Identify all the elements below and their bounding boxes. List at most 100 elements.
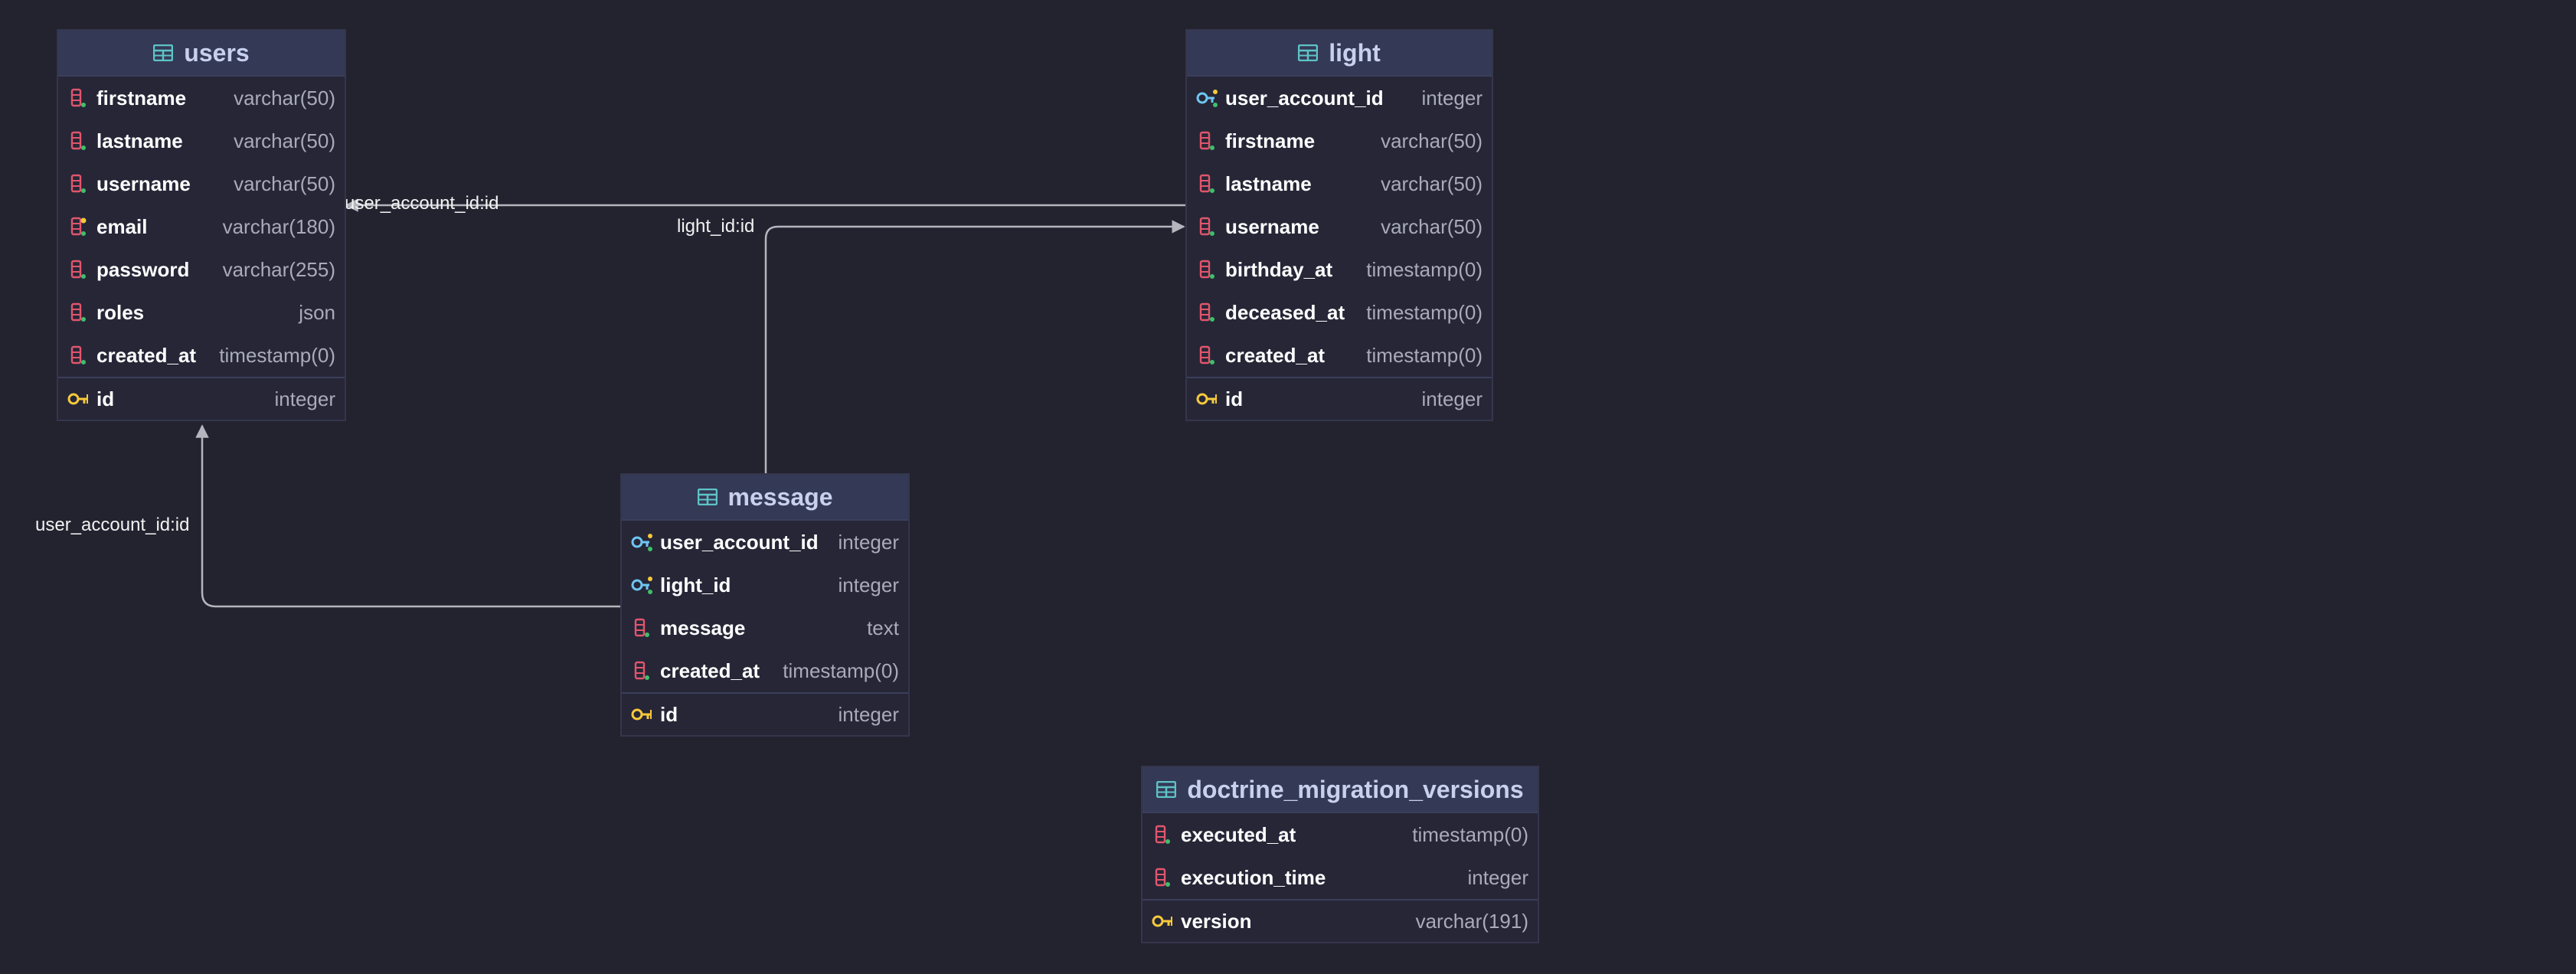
column-row[interactable]: executed_at timestamp(0) (1143, 813, 1538, 856)
column-row[interactable]: email varchar(180) (58, 205, 345, 248)
column-type: timestamp(0) (1366, 257, 1483, 281)
column-name: executed_at (1181, 822, 1296, 846)
column-name: id (660, 702, 678, 726)
relation-edge-message-users[interactable] (195, 424, 620, 608)
column-row[interactable]: username varchar(50) (1187, 205, 1492, 248)
primary-key-icon (1196, 388, 1218, 410)
column-type: varchar(50) (234, 86, 335, 109)
table-icon (697, 488, 718, 506)
column-icon (67, 302, 89, 323)
column-name: lastname (96, 129, 183, 152)
column-name: email (96, 214, 148, 238)
column-type: integer (274, 387, 336, 410)
table-icon (1297, 44, 1319, 62)
column-icon (67, 345, 89, 366)
column-row[interactable]: lastname varchar(50) (1187, 162, 1492, 205)
column-name: firstname (96, 86, 187, 109)
relation-edge-message-light[interactable] (764, 220, 1185, 473)
column-type: varchar(255) (222, 257, 335, 281)
primary-key-icon (1152, 910, 1173, 932)
column-name: password (96, 257, 190, 281)
column-type: text (867, 616, 899, 639)
column-row[interactable]: password varchar(255) (58, 248, 345, 291)
column-row[interactable]: roles json (58, 291, 345, 334)
column-row[interactable]: user_account_id integer (1187, 77, 1492, 119)
primary-key-row[interactable]: id integer (622, 692, 908, 735)
column-name: username (96, 172, 191, 195)
relation-label-message-users: user_account_id:id (35, 515, 190, 535)
column-name: id (1225, 387, 1244, 410)
primary-key-icon (67, 388, 89, 410)
table-icon (153, 44, 174, 62)
table-header[interactable]: users (58, 31, 345, 77)
column-name: username (1225, 214, 1319, 238)
column-name: lastname (1225, 172, 1312, 195)
column-type: timestamp(0) (1412, 822, 1528, 846)
column-type: integer (838, 573, 900, 596)
column-type: varchar(50) (234, 129, 335, 152)
table-header[interactable]: light (1187, 31, 1492, 77)
column-type: integer (838, 702, 900, 726)
column-name: id (96, 387, 115, 410)
table-title: doctrine_migration_versions (1187, 775, 1524, 803)
table-header[interactable]: doctrine_migration_versions (1143, 767, 1538, 813)
column-row[interactable]: firstname varchar(50) (58, 77, 345, 119)
column-type: integer (1421, 86, 1483, 109)
column-icon (67, 173, 89, 194)
foreign-key-icon (631, 574, 652, 596)
column-row[interactable]: created_at timestamp(0) (622, 649, 908, 692)
column-row[interactable]: created_at timestamp(0) (58, 334, 345, 377)
column-row[interactable]: lastname varchar(50) (58, 119, 345, 162)
column-name: light_id (660, 573, 731, 596)
relation-label-message-light: light_id:id (677, 216, 755, 237)
table-header[interactable]: message (622, 475, 908, 521)
column-icon (67, 130, 89, 152)
unique-column-icon (67, 216, 89, 237)
table-title: light (1329, 38, 1381, 67)
column-icon (67, 87, 89, 109)
table-title: users (184, 38, 250, 67)
column-name: version (1181, 909, 1252, 933)
column-name: execution_time (1181, 865, 1326, 889)
table-users[interactable]: users firstname varchar(50) lastname varchar… (57, 29, 346, 421)
column-type: varchar(50) (1381, 172, 1483, 195)
column-type: integer (1467, 865, 1529, 889)
primary-key-icon (631, 704, 652, 725)
column-row[interactable]: execution_time integer (1143, 856, 1538, 899)
column-icon (1196, 259, 1218, 280)
primary-key-row[interactable]: id integer (58, 377, 345, 420)
column-icon (1196, 216, 1218, 237)
column-name: deceased_at (1225, 300, 1345, 324)
column-row[interactable]: username varchar(50) (58, 162, 345, 205)
column-type: timestamp(0) (219, 343, 335, 367)
column-name: created_at (1225, 343, 1326, 367)
column-type: timestamp(0) (783, 659, 899, 682)
column-type: varchar(50) (1381, 214, 1483, 238)
column-type: varchar(180) (222, 214, 335, 238)
column-icon (67, 259, 89, 280)
column-row[interactable]: light_id integer (622, 564, 908, 606)
column-type: varchar(50) (234, 172, 335, 195)
column-icon (1196, 345, 1218, 366)
column-type: json (299, 300, 335, 324)
column-name: created_at (660, 659, 760, 682)
column-name: user_account_id (660, 530, 819, 554)
table-doctrine-migration-versions[interactable]: doctrine_migration_versions executed_at ti… (1141, 766, 1539, 943)
column-name: user_account_id (1225, 86, 1384, 109)
column-name: birthday_at (1225, 257, 1333, 281)
foreign-key-icon (1196, 87, 1218, 109)
column-name: created_at (96, 343, 197, 367)
column-row[interactable]: birthday_at timestamp(0) (1187, 248, 1492, 291)
column-icon (1152, 867, 1173, 888)
column-name: roles (96, 300, 145, 324)
